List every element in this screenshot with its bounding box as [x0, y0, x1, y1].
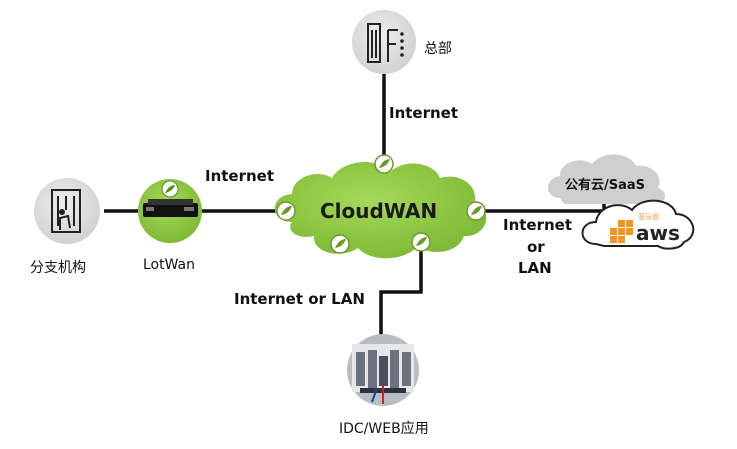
public-cloud-icon — [548, 154, 666, 205]
aws-logo-cn: 亚马逊 — [638, 213, 659, 221]
aws-logo-text: aws — [636, 221, 680, 245]
cloud-saas-label: 公有云/SaaS — [565, 178, 646, 193]
cloudwan-hub-cloud — [274, 154, 487, 259]
cloud-link-label-line3: LAN — [518, 259, 552, 277]
data-center-icon — [347, 334, 419, 406]
link-idc — [379, 250, 423, 336]
cloud-link-label-line2: or — [527, 238, 545, 256]
aws-logo-icon — [581, 199, 695, 250]
idc-link-label: Internet or LAN — [234, 290, 365, 308]
hub-label: CloudWAN — [320, 199, 438, 223]
idc-label: IDC/WEB应用 — [339, 421, 429, 437]
hq-label: 总部 — [424, 41, 452, 57]
office-building-icon — [352, 10, 416, 74]
connection-lines — [104, 72, 606, 336]
hq-link-label: Internet — [389, 104, 459, 122]
branch-link-label: Internet — [205, 167, 275, 185]
cloud-link-label-line1: Internet — [503, 216, 573, 234]
hub-node-badges — [276, 154, 486, 254]
branch-office-icon — [34, 178, 100, 244]
lotwan-label: LotWan — [143, 257, 196, 273]
branch-label: 分支机构 — [30, 260, 86, 276]
router-appliance-icon — [138, 179, 202, 243]
